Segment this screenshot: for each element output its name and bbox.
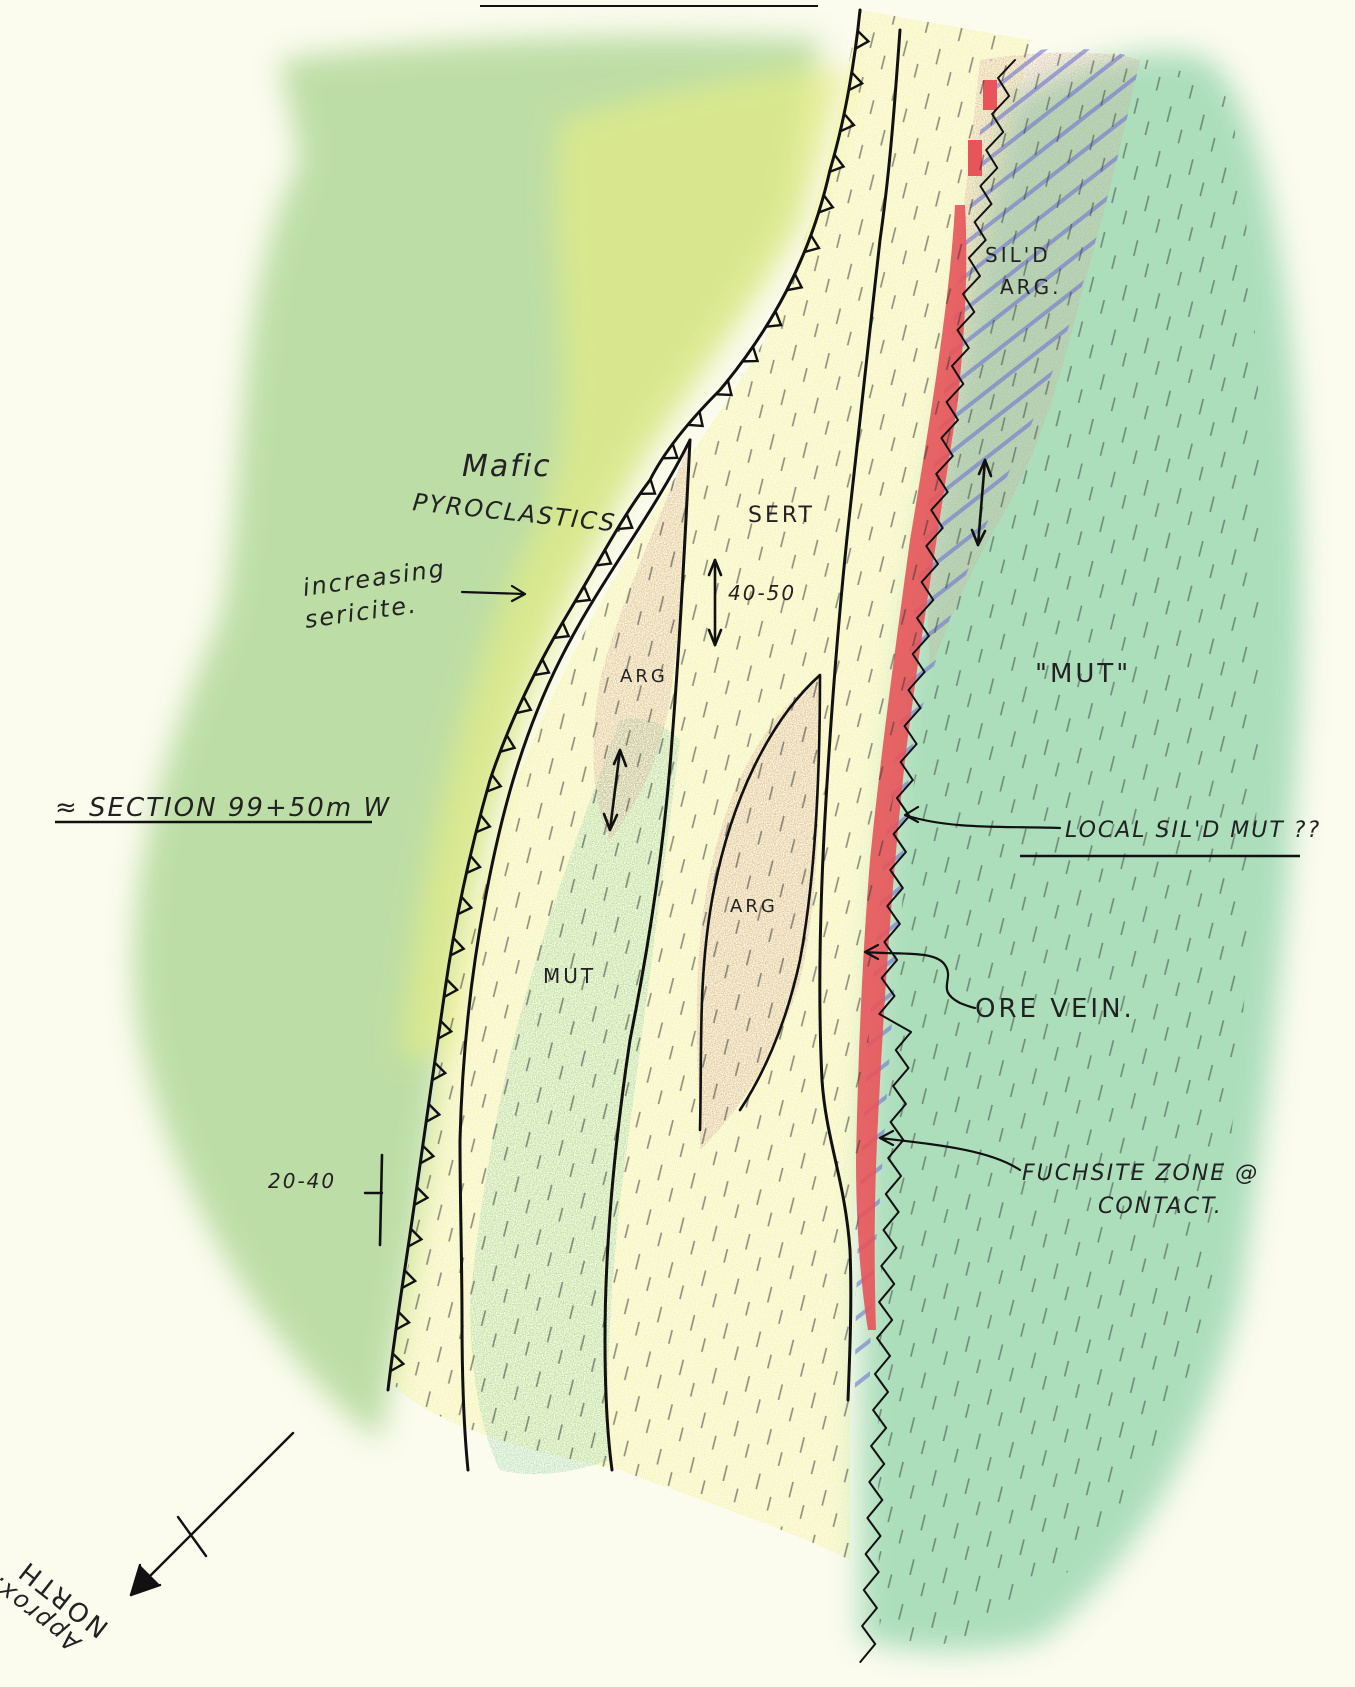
- label-mafic: Mafic: [462, 449, 552, 484]
- label-mut-lower: MUT: [543, 964, 596, 988]
- label-sild: SIL'D: [985, 243, 1051, 267]
- label-mut-quoted: "MUT": [1035, 659, 1131, 689]
- label-ore-vein: ORE VEIN.: [975, 994, 1135, 1024]
- label-contact: CONTACT.: [1098, 1194, 1223, 1219]
- label-arg-lens: ARG: [730, 896, 778, 917]
- label-sert: SERT: [748, 503, 815, 528]
- north-arrow: [131, 1433, 293, 1595]
- label-local-sild-mut: LOCAL SIL'D MUT ??: [1065, 818, 1321, 843]
- label-section: ≈ SECTION 99+50m W: [55, 793, 391, 823]
- label-arg-upper: ARG: [620, 666, 668, 687]
- label-dip-20-40: 20-40: [268, 1169, 336, 1193]
- label-dip-40-50: 40-50: [728, 581, 796, 605]
- label-fuchsite: FUCHSITE ZONE @: [1022, 1161, 1259, 1186]
- label-sild-arg: ARG.: [1000, 275, 1061, 299]
